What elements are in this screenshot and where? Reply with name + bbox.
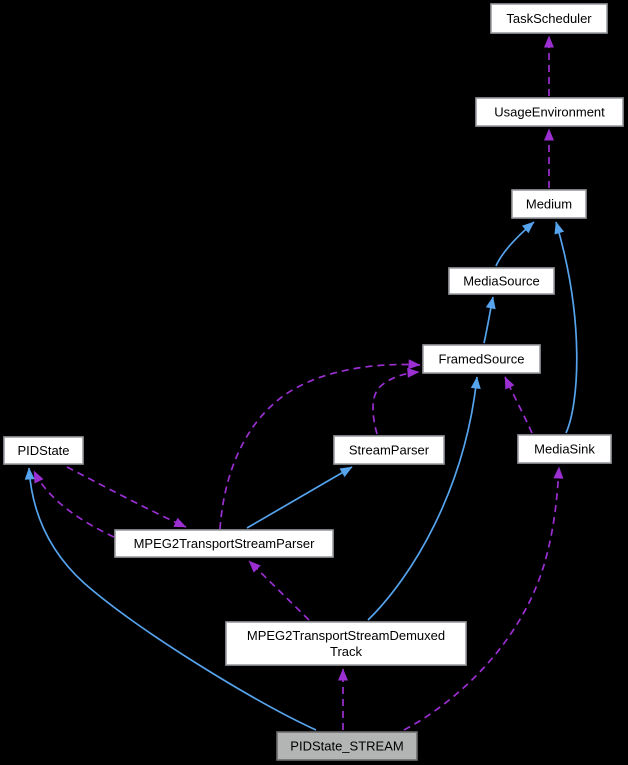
edge-MPEG2TransportStreamParser-to-PIDState bbox=[33, 470, 115, 538]
node-MPEG2TransportStreamParser[interactable]: MPEG2TransportStreamParser bbox=[114, 529, 334, 558]
node-label-FramedSource: FramedSource bbox=[439, 352, 525, 367]
nodes-layer: TaskSchedulerUsageEnvironmentMediumMedia… bbox=[3, 3, 624, 761]
edge-MPEG2TransportStreamDemuxedTrack-to-FramedSource bbox=[367, 376, 481, 621]
node-label-UsageEnvironment: UsageEnvironment bbox=[494, 105, 605, 120]
node-box-MediaSink[interactable] bbox=[517, 434, 612, 464]
edge-PIDState-to-MPEG2TransportStreamParser bbox=[66, 466, 187, 528]
edge-MediaSource-to-Medium bbox=[495, 221, 535, 267]
edge-MPEG2TransportStreamParser-to-FramedSource bbox=[219, 359, 421, 530]
node-label-MediaSink: MediaSink bbox=[534, 442, 595, 457]
node-UsageEnvironment[interactable]: UsageEnvironment bbox=[475, 97, 624, 127]
edge-MPEG2TransportStreamParser-to-StreamParser bbox=[246, 466, 353, 529]
node-Medium[interactable]: Medium bbox=[511, 189, 587, 219]
node-label-MPEG2TransportStreamDemuxedTrack-line2: Track bbox=[330, 644, 363, 659]
node-label-TaskScheduler: TaskScheduler bbox=[506, 11, 592, 26]
node-MediaSink[interactable]: MediaSink bbox=[517, 434, 612, 464]
edge-StreamParser-to-FramedSource bbox=[372, 367, 420, 435]
node-box-MediaSource[interactable] bbox=[448, 267, 555, 295]
node-label-MediaSource: MediaSource bbox=[463, 274, 540, 289]
node-TaskScheduler[interactable]: TaskScheduler bbox=[490, 3, 608, 34]
edge-MPEG2TransportStreamDemuxedTrack-to-MPEG2TransportStreamParser bbox=[248, 560, 310, 621]
node-label-StreamParser: StreamParser bbox=[349, 443, 430, 458]
node-box-UsageEnvironment[interactable] bbox=[475, 97, 624, 127]
node-label-MPEG2TransportStreamDemuxedTrack-line1: MPEG2TransportStreamDemuxed bbox=[247, 628, 445, 643]
node-MediaSource[interactable]: MediaSource bbox=[448, 267, 555, 295]
edges-layer bbox=[24, 35, 578, 731]
edge-MediaSink-to-Medium bbox=[554, 221, 578, 434]
node-box-PIDState_STREAM[interactable] bbox=[276, 731, 418, 761]
node-box-MPEG2TransportStreamParser[interactable] bbox=[114, 529, 334, 558]
edge-MediaSink-to-FramedSource bbox=[504, 376, 533, 434]
node-label-PIDState_STREAM: PIDState_STREAM bbox=[290, 739, 403, 754]
node-PIDState[interactable]: PIDState bbox=[3, 436, 84, 465]
node-box-StreamParser[interactable] bbox=[333, 435, 445, 465]
node-box-FramedSource[interactable] bbox=[422, 344, 541, 374]
node-label-MPEG2TransportStreamParser: MPEG2TransportStreamParser bbox=[134, 536, 316, 551]
edge-PIDState_STREAM-to-PIDState bbox=[24, 467, 317, 731]
node-PIDState_STREAM[interactable]: PIDState_STREAM bbox=[276, 731, 418, 761]
node-box-TaskScheduler[interactable] bbox=[490, 3, 608, 34]
node-label-Medium: Medium bbox=[526, 197, 572, 212]
edge-PIDState_STREAM-to-MediaSink bbox=[403, 466, 564, 731]
node-label-PIDState: PIDState bbox=[17, 443, 69, 458]
edge-FramedSource-to-MediaaSourceFix bbox=[483, 296, 496, 344]
node-FramedSource[interactable]: FramedSource bbox=[422, 344, 541, 374]
node-StreamParser[interactable]: StreamParser bbox=[333, 435, 445, 465]
node-box-Medium[interactable] bbox=[511, 189, 587, 219]
node-box-MPEG2TransportStreamDemuxedTrack[interactable] bbox=[225, 621, 467, 666]
node-box-PIDState[interactable] bbox=[3, 436, 84, 465]
